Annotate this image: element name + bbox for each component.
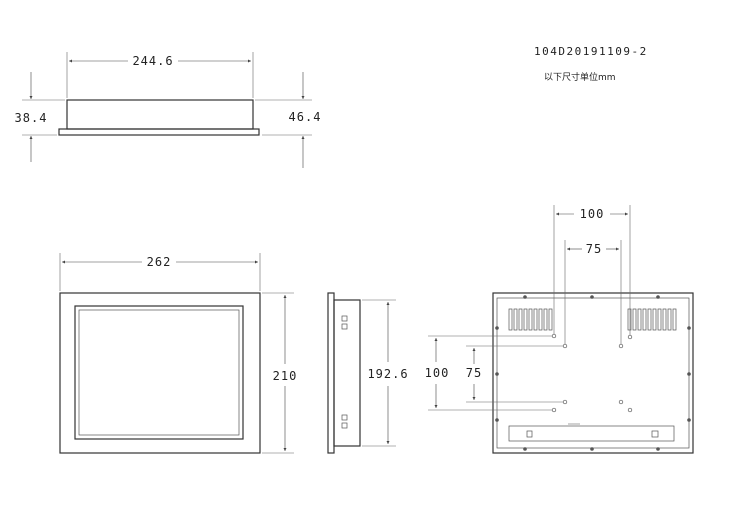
front-height-label: 210 xyxy=(273,369,298,383)
model-code: 104D20191109-2 xyxy=(534,45,648,58)
front-screen-outer xyxy=(74,305,244,440)
side-view: 192.6 xyxy=(327,292,408,454)
front-view: 262 210 xyxy=(59,253,298,454)
side-bezel xyxy=(327,292,335,454)
top-view-bezel xyxy=(58,128,260,136)
top-view-left-height-label: 38.4 xyxy=(15,111,48,125)
rear-vesa-outer-v-label: 100 xyxy=(425,366,450,380)
side-height-label: 192.6 xyxy=(367,367,408,381)
front-width-label: 262 xyxy=(147,255,172,269)
side-body xyxy=(333,299,361,447)
top-view-width-label: 244.6 xyxy=(132,54,173,68)
rear-vesa-outer-h-label: 100 xyxy=(580,207,605,221)
side-port xyxy=(341,323,348,330)
top-view-right-height-label: 46.4 xyxy=(289,110,322,124)
rear-connector-strip xyxy=(508,425,675,442)
top-view: 244.6 38.4 46.4 xyxy=(15,52,322,168)
top-view-body xyxy=(66,99,254,130)
title-block: 104D20191109-2 以下尺寸单位mm xyxy=(534,45,648,83)
rear-screws xyxy=(495,295,691,451)
rear-vesa-inner-v-label: 75 xyxy=(466,366,482,380)
unit-note: 以下尺寸单位mm xyxy=(544,71,616,83)
front-bezel xyxy=(59,292,261,454)
rear-inner-frame xyxy=(496,297,690,449)
rear-outline xyxy=(492,292,694,454)
rear-vesa-inner-h-label: 75 xyxy=(586,242,602,256)
rear-vent-right xyxy=(627,308,677,331)
rear-mount-holes xyxy=(551,333,633,413)
rear-vent-left xyxy=(508,308,553,331)
side-port xyxy=(341,422,348,429)
rear-connector xyxy=(526,430,533,438)
side-port xyxy=(341,414,348,421)
rear-view: 100 75 100 75 xyxy=(425,205,694,454)
front-screen-inner xyxy=(78,309,240,436)
side-port xyxy=(341,315,348,322)
rear-connector xyxy=(651,430,659,438)
